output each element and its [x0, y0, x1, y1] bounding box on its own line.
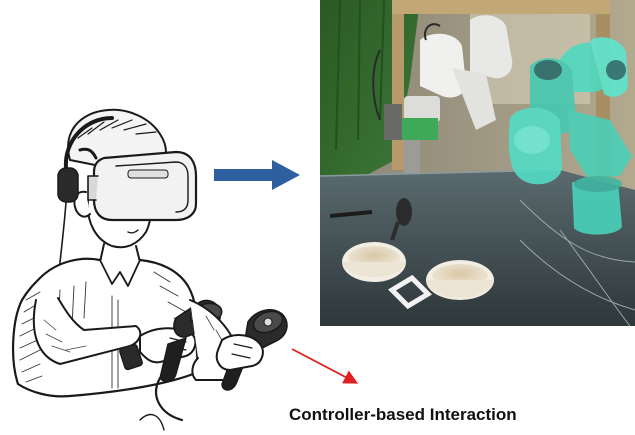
interaction-caption: Controller-based Interaction: [289, 405, 517, 424]
pointer-arrow: [291, 348, 359, 384]
bowl-left: [342, 242, 406, 282]
robot-arm-icon: [372, 15, 513, 180]
vr-headset-icon: [78, 147, 198, 222]
person-with-vr-headset: [11, 108, 288, 431]
ear: [73, 190, 91, 218]
left-arm: [32, 297, 142, 365]
virtual-robot-overlay: [508, 37, 632, 235]
wristwatch: [119, 343, 143, 371]
bowl-right: [426, 260, 494, 300]
right-hand: [215, 334, 264, 371]
headphone-band: [63, 116, 114, 170]
headphone-cup: [57, 167, 79, 203]
robot-scene-photo: [320, 0, 635, 326]
target-square: [387, 274, 433, 310]
flow-arrow: [214, 160, 300, 190]
